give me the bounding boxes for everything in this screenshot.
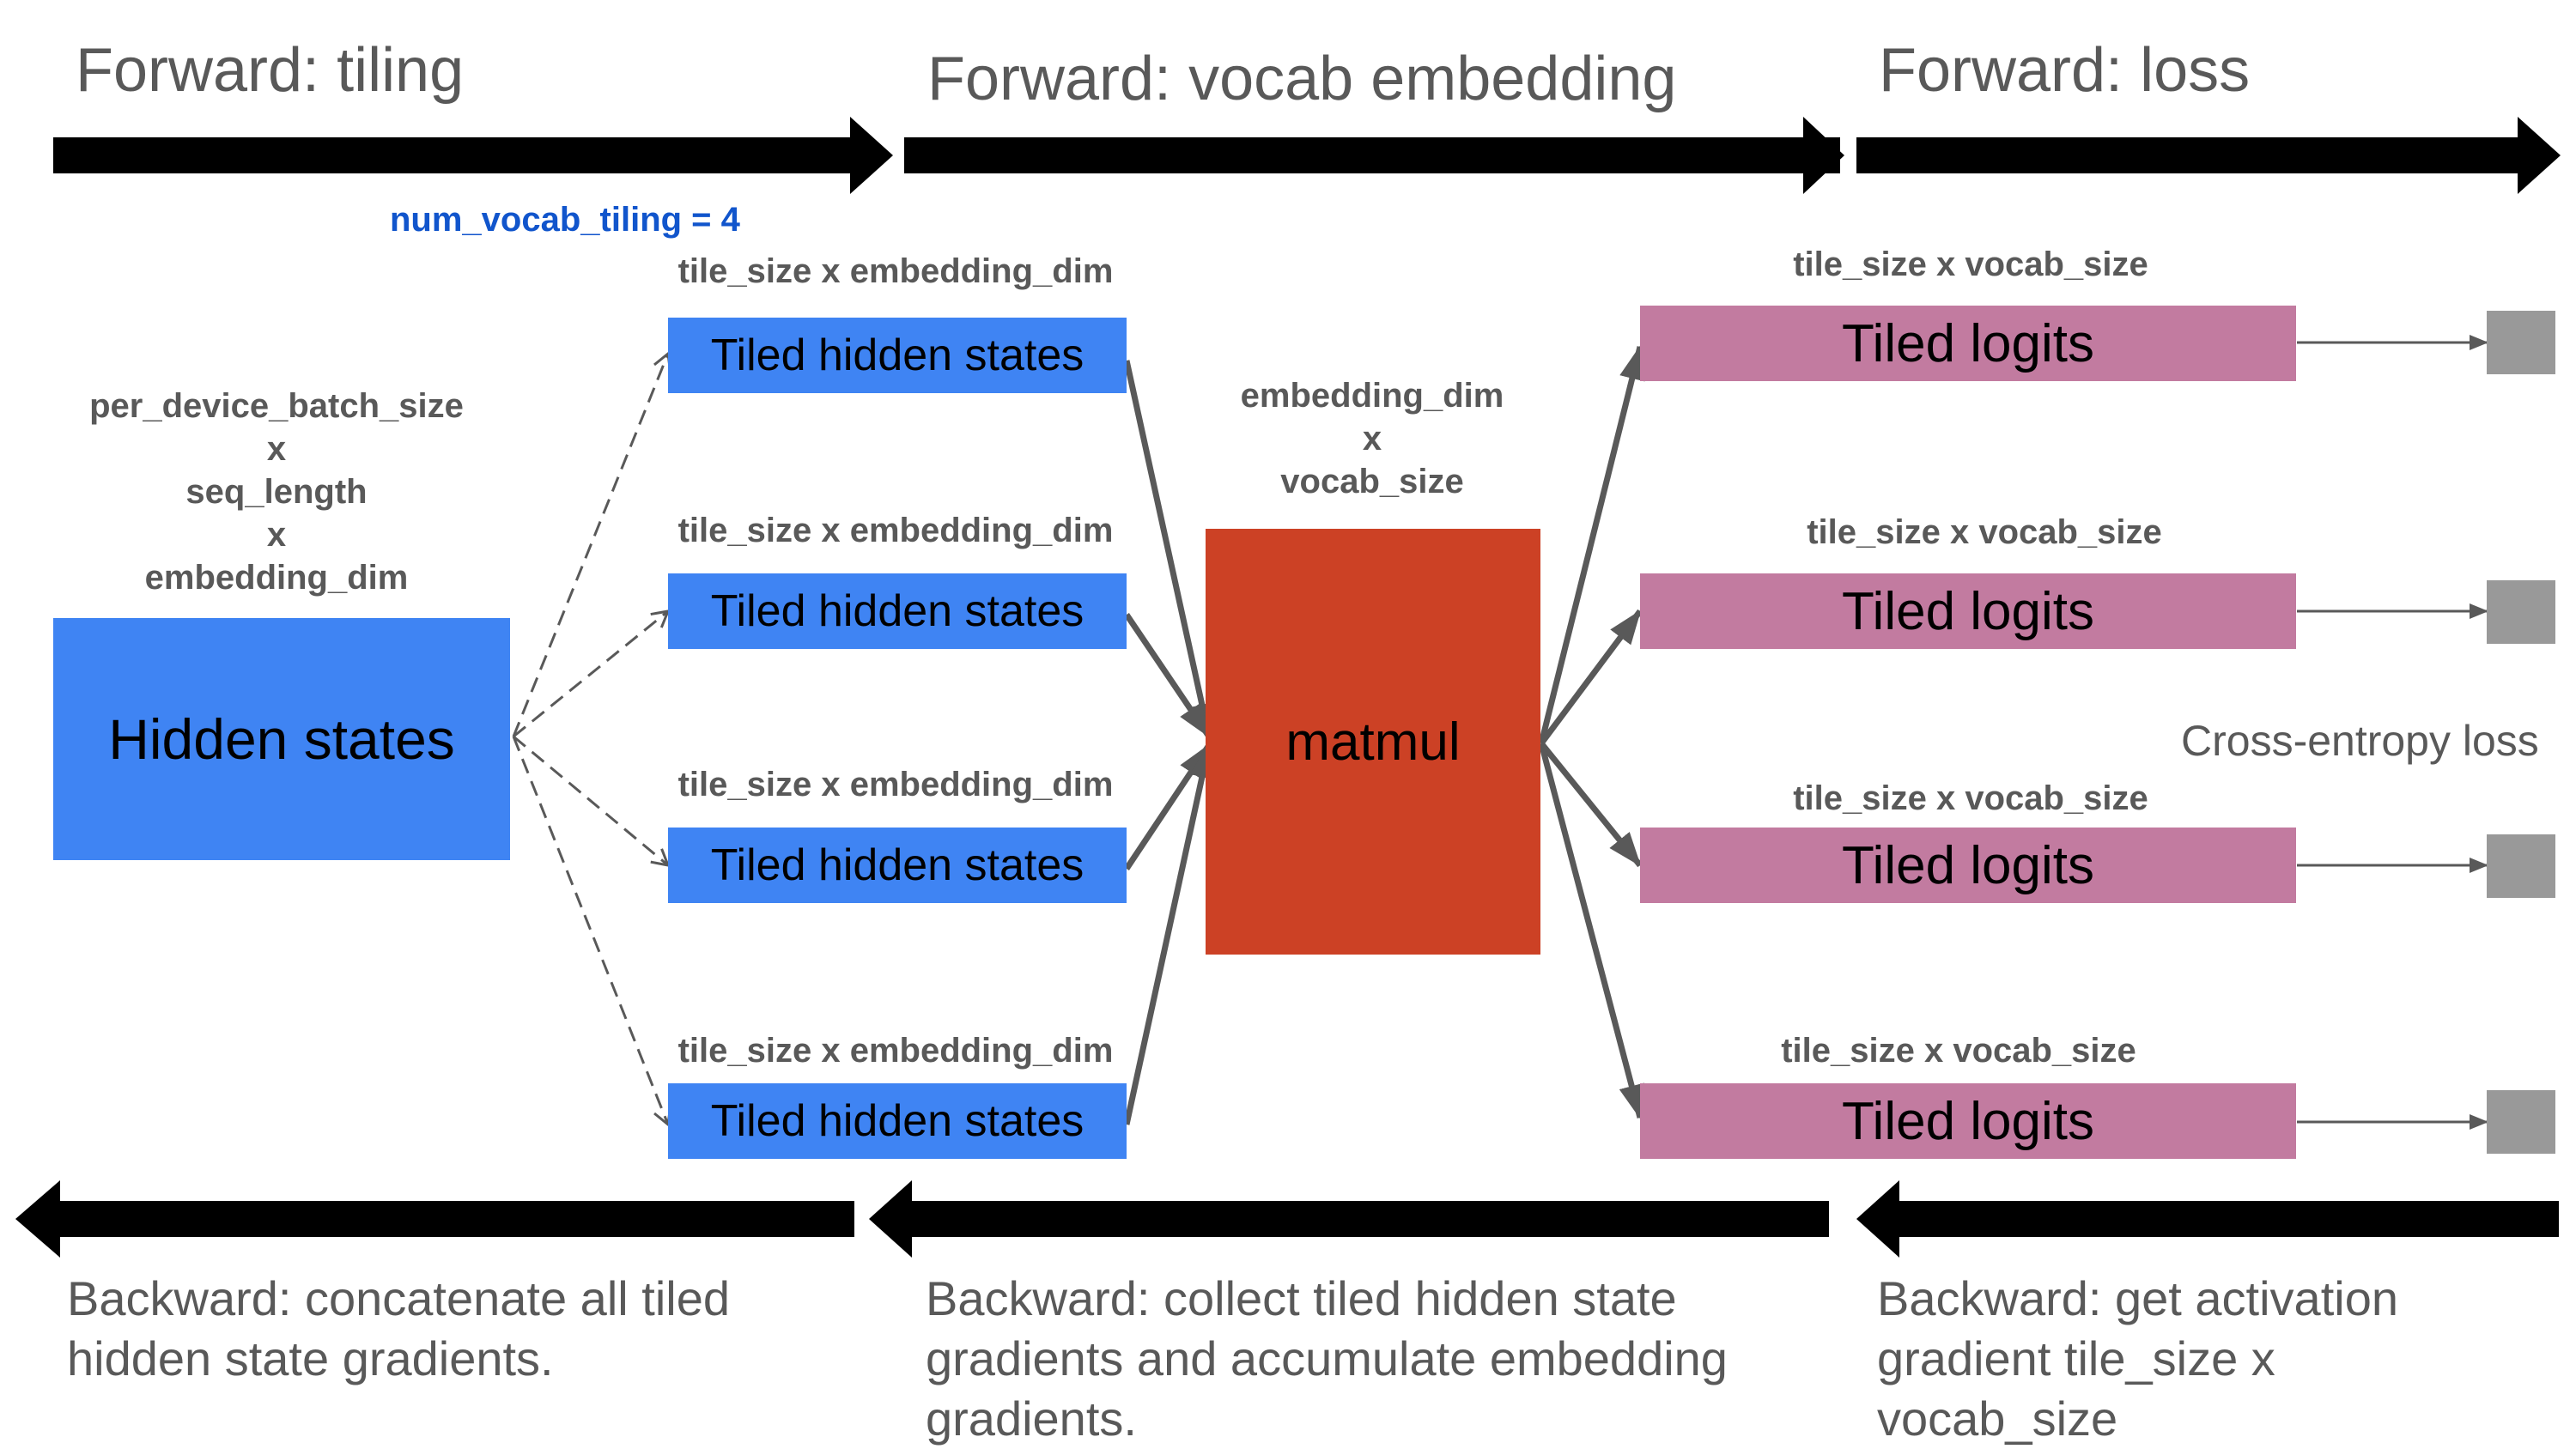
forward-title-loss: Forward: loss <box>1879 36 2251 105</box>
tiled-hidden-states-label: Tiled hidden states <box>710 330 1084 380</box>
hidden-states-label: Hidden states <box>108 707 455 771</box>
tiled-logits-label: Tiled logits <box>1841 835 2095 895</box>
cross-entropy-loss-label: Cross-entropy loss <box>2181 717 2539 765</box>
logits-dims: tile_size x vocab_size <box>1793 246 2148 283</box>
backward-text-vocab-embedding: Backward: collect tiled hidden state gra… <box>926 1271 1728 1446</box>
forward-title-tiling: Forward: tiling <box>76 36 465 105</box>
tiled-hidden-states-box: Tiled hidden states <box>668 1083 1127 1159</box>
forward-arrow-loss <box>1856 117 2561 194</box>
matmul-label: matmul <box>1285 712 1461 772</box>
forward-arrow-tiling <box>53 117 893 194</box>
logits-dims: tile_size x vocab_size <box>1807 513 2162 551</box>
matmul-dims: embedding_dim x vocab_size <box>1240 377 1504 500</box>
loss-square <box>2487 311 2555 374</box>
tiled-logits-box: Tiled logits <box>1640 573 2296 649</box>
loss-square <box>2487 580 2555 644</box>
tiled-hidden-states-label: Tiled hidden states <box>710 1096 1084 1146</box>
tiled-logits-box: Tiled logits <box>1640 828 2296 903</box>
backward-arrow-vocab-embedding <box>869 1180 1829 1258</box>
tiled-logits-label: Tiled logits <box>1841 313 2095 373</box>
backward-text-tiling: Backward: concatenate all tiled hidden s… <box>67 1271 730 1385</box>
hidden-states-box: Hidden states <box>53 618 510 860</box>
tiled-hidden-states-box: Tiled hidden states <box>668 573 1127 649</box>
loss-square <box>2487 1090 2555 1154</box>
tiled-logits-box: Tiled logits <box>1640 1083 2296 1159</box>
logits-dims: tile_size x vocab_size <box>1781 1032 2136 1070</box>
backward-arrow-loss <box>1856 1180 2559 1258</box>
tiled-hidden-states-label: Tiled hidden states <box>710 840 1084 890</box>
backward-text-loss: Backward: get activation gradient tile_s… <box>1877 1271 2398 1446</box>
backward-arrow-tiling <box>15 1180 854 1258</box>
tiling-arrows <box>512 351 672 1127</box>
matmul-output-arrows <box>1538 345 1645 1119</box>
loss-arrows <box>2297 335 2488 1130</box>
tiled-hidden-states-box: Tiled hidden states <box>668 318 1127 393</box>
tiled-hidden-states-label: Tiled hidden states <box>710 586 1084 636</box>
tiled-logits-label: Tiled logits <box>1841 1091 2095 1151</box>
tiled-logits-label: Tiled logits <box>1841 581 2095 641</box>
tiled-hidden-states-box: Tiled hidden states <box>668 828 1127 903</box>
forward-arrow-vocab-embedding <box>904 117 1844 194</box>
tiled-logits-box: Tiled logits <box>1640 306 2296 381</box>
matmul-input-arrows <box>1123 360 1215 1125</box>
tile-dims: tile_size x embedding_dim <box>677 512 1114 549</box>
num-vocab-tiling-label: num_vocab_tiling = 4 <box>390 201 740 239</box>
tile-dims: tile_size x embedding_dim <box>677 766 1114 803</box>
loss-square <box>2487 834 2555 898</box>
logits-dims: tile_size x vocab_size <box>1793 779 2148 817</box>
forward-title-vocab-embedding: Forward: vocab embedding <box>927 45 1677 113</box>
tile-dims: tile_size x embedding_dim <box>677 1032 1114 1070</box>
tile-dims: tile_size x embedding_dim <box>677 252 1114 290</box>
matmul-box: matmul <box>1206 529 1540 955</box>
hidden-states-dims: per_device_batch_size x seq_length x emb… <box>89 387 464 597</box>
